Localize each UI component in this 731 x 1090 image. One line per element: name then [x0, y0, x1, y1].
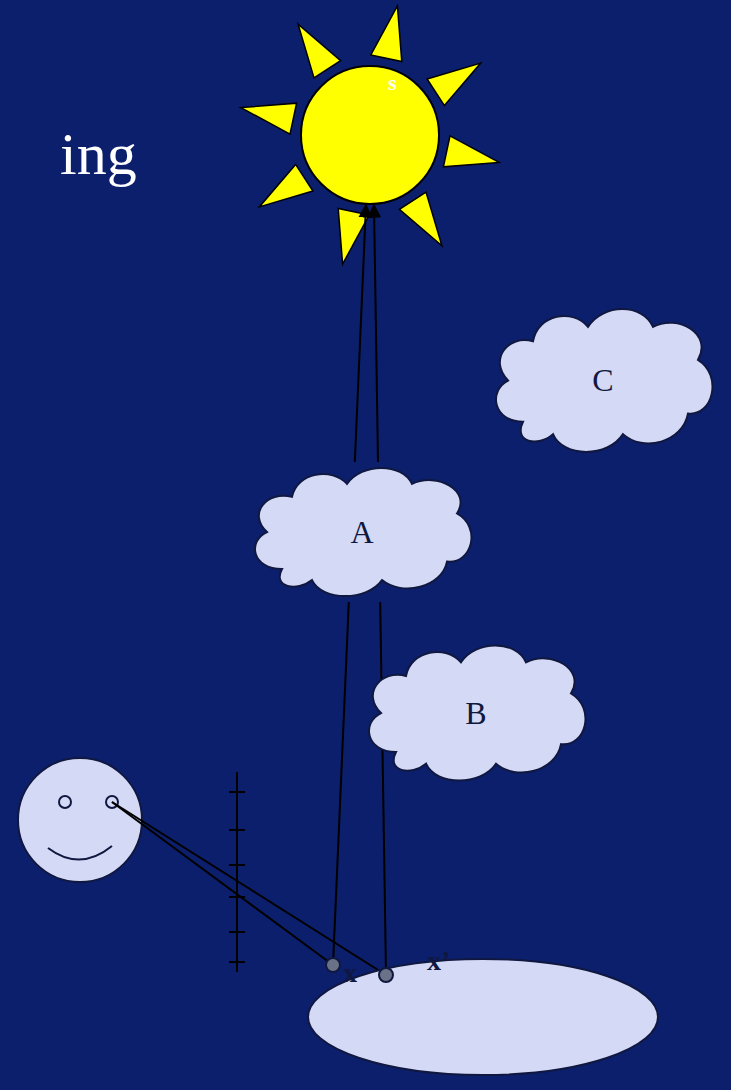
light-source-label: s [388, 71, 397, 95]
sun-ray [371, 6, 402, 62]
cloud-label: C [592, 362, 613, 399]
image-plane [229, 772, 245, 972]
cloud-label: A [350, 514, 373, 551]
cloud-shape: A [242, 458, 482, 606]
light-ray [374, 205, 378, 462]
point-label: x [343, 958, 357, 989]
sun-rays [241, 6, 499, 264]
surface-point [379, 968, 393, 982]
sun-ray [399, 192, 442, 246]
point-label: x’ [427, 946, 450, 977]
slide-title: ing [60, 120, 137, 189]
sun-circle: s [300, 65, 440, 205]
sun-circle-outline [300, 65, 440, 205]
cloud-shape: B [356, 635, 596, 791]
sun-ray [298, 24, 341, 78]
label-holder: A [242, 458, 482, 606]
label-holder: C [483, 298, 723, 463]
sun-ray [241, 103, 297, 134]
view-rays [112, 802, 386, 975]
ground-surface: xx’ [307, 958, 659, 1076]
cloud-label: B [465, 695, 486, 732]
viewer-face [18, 758, 142, 882]
light-ray [380, 602, 386, 975]
sun-ray [427, 63, 481, 106]
light-ray [333, 602, 349, 965]
ground-surface-outline [307, 958, 659, 1076]
cloud-shape: C [483, 298, 723, 463]
sun-ray [443, 136, 499, 167]
light-ray [355, 205, 366, 462]
surface-point [326, 958, 340, 972]
sun-ray [259, 164, 313, 207]
label-holder: B [356, 635, 596, 791]
